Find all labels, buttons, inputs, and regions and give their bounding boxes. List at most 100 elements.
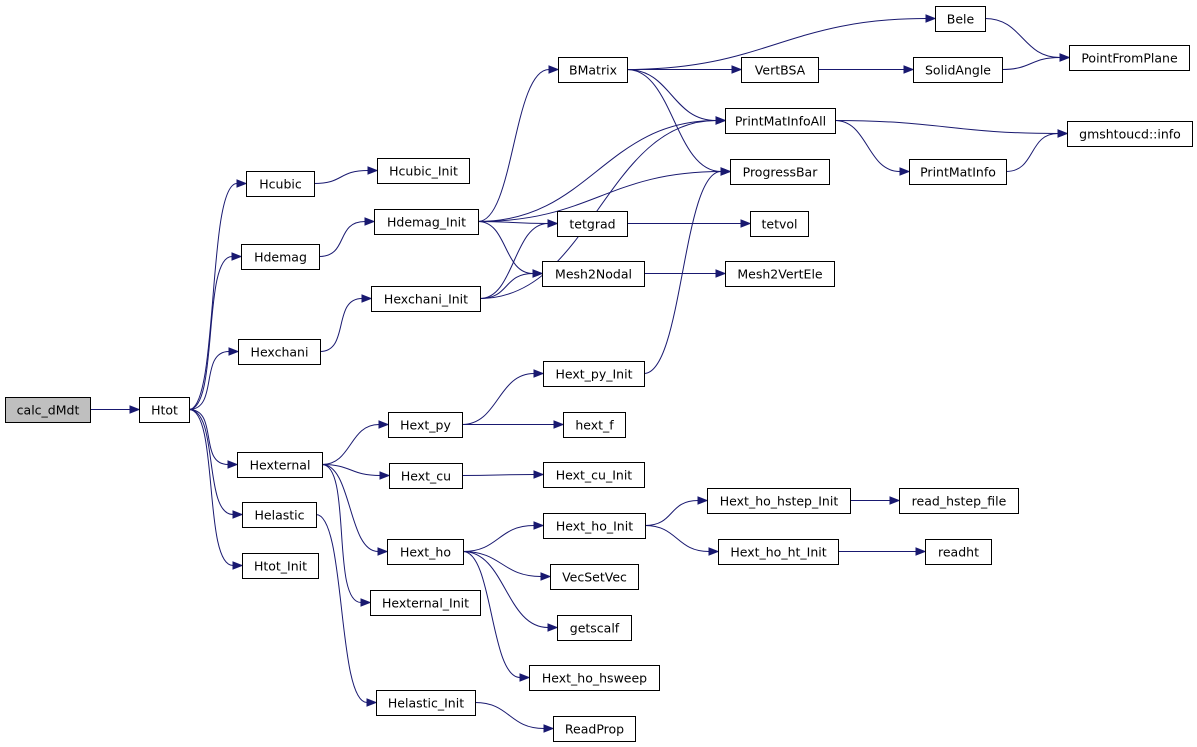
edge-line [477, 171, 722, 222]
edge-hdemag-init-to-printmatinfoall [477, 116, 727, 222]
edge-line [834, 120, 1059, 134]
node-box [925, 539, 992, 565]
node-htot[interactable]: Htot [139, 397, 190, 423]
edge-printmatinfo-to-gmshtoucd-info [1005, 129, 1069, 172]
edge-hexchani-init-to-mesh2nodal [479, 269, 544, 299]
edge-line [462, 525, 535, 552]
edge-line [643, 171, 722, 374]
node-label: PointFromPlane [1081, 51, 1178, 66]
node-hext-ho-ht-init[interactable]: Hext_ho_ht_Init [718, 539, 839, 565]
node-bele[interactable]: Bele [935, 6, 986, 32]
node-mesh2vertele[interactable]: Mesh2VertEle [725, 261, 835, 287]
node-label: Hext_ho_Init [556, 519, 633, 534]
node-hext-cu[interactable]: Hext_cu [389, 463, 463, 489]
arrowhead-icon [231, 252, 243, 261]
node-hdemag[interactable]: Hdemag [241, 244, 320, 270]
node-hexternal-init[interactable]: Hexternal_Init [370, 590, 481, 616]
node-box [741, 57, 819, 83]
node-box [935, 6, 986, 32]
node-solidangle[interactable]: SolidAngle [913, 57, 1003, 83]
node-hext-ho[interactable]: Hext_ho [387, 539, 464, 565]
node-hext-py-init[interactable]: Hext_py_Init [543, 361, 645, 387]
edge-hexternal-to-hext-cu [321, 464, 391, 480]
arrowhead-icon [129, 405, 141, 414]
node-tetvol[interactable]: tetvol [750, 211, 809, 237]
arrowhead-icon [366, 698, 378, 707]
edge-line [321, 464, 381, 476]
arrowhead-icon [715, 116, 727, 125]
node-hdemag-init[interactable]: Hdemag_Init [374, 209, 479, 235]
node-hcubic[interactable]: Hcubic [246, 171, 315, 197]
node-mesh2nodal[interactable]: Mesh2Nodal [542, 261, 645, 287]
node-helastic-init[interactable]: Helastic_Init [376, 690, 476, 716]
node-vertbsa[interactable]: VertBSA [741, 57, 819, 83]
edge-line [626, 69, 722, 172]
node-box [237, 452, 323, 478]
node-label: VertBSA [755, 63, 806, 78]
node-hexchani[interactable]: Hexchani [238, 339, 321, 365]
node-label: PrintMatInfoAll [735, 114, 826, 129]
node-readprop[interactable]: ReadProp [553, 716, 636, 742]
node-box [5, 397, 91, 423]
node-read-hstep-file[interactable]: read_hstep_file [899, 488, 1019, 514]
edge-line [462, 551, 549, 628]
arrowhead-icon [547, 623, 559, 632]
arrowhead-icon [740, 219, 752, 228]
node-box [388, 412, 463, 438]
node-hext-f[interactable]: hext_f [563, 412, 626, 438]
node-hcubic-init[interactable]: Hcubic_Init [377, 158, 470, 184]
node-printmatinfoall[interactable]: PrintMatInfoAll [725, 108, 836, 134]
node-gmshtoucd-info[interactable]: gmshtoucd::info [1067, 121, 1193, 147]
node-getscalf[interactable]: getscalf [557, 615, 632, 641]
edge-mesh2nodal-to-mesh2vertele [644, 269, 727, 278]
arrowhead-icon [903, 65, 915, 74]
arrowhead-icon [720, 167, 732, 176]
node-box [370, 590, 481, 616]
node-box [543, 513, 646, 539]
edge-vertbsa-to-solidangle [818, 65, 915, 74]
node-helastic[interactable]: Helastic [242, 502, 317, 528]
node-label: Helastic [255, 508, 305, 523]
node-hext-cu-init[interactable]: Hext_cu_Init [543, 462, 645, 488]
node-label: Hexternal [250, 458, 311, 473]
node-box [242, 502, 317, 528]
node-box [707, 488, 851, 514]
edge-hexchani-to-hexchani-init [319, 294, 373, 352]
edge-printmatinfoall-to-printmatinfo [834, 120, 911, 176]
node-hext-py[interactable]: Hext_py [388, 412, 463, 438]
arrowhead-icon [553, 420, 565, 429]
node-htot-init[interactable]: Htot_Init [242, 553, 319, 579]
node-progressbar[interactable]: ProgressBar [730, 159, 830, 185]
edge-bmatrix-to-progressbar [626, 69, 732, 176]
node-label: Hext_cu [401, 469, 451, 484]
node-label: Hcubic_Init [389, 164, 458, 179]
node-readht[interactable]: readht [925, 539, 992, 565]
node-vecsetvec[interactable]: VecSetVec [550, 564, 639, 590]
edge-hexternal-to-hexternal-init [321, 464, 372, 607]
node-box [543, 361, 645, 387]
edge-htot-to-hcubic [188, 179, 248, 410]
node-calc-dmdt[interactable]: calc_dMdt [5, 397, 91, 423]
node-label: tetgrad [569, 217, 615, 232]
node-label: Bele [947, 12, 975, 27]
node-printmatinfo[interactable]: PrintMatInfo [909, 159, 1007, 185]
node-pointfromplane[interactable]: PointFromPlane [1069, 45, 1190, 71]
arrowhead-icon [361, 294, 373, 303]
node-label: Hdemag_Init [387, 215, 466, 230]
node-label: ProgressBar [743, 165, 819, 180]
node-box [241, 244, 320, 270]
arrowhead-icon [232, 561, 244, 570]
node-tetgrad[interactable]: tetgrad [557, 211, 628, 237]
node-bmatrix[interactable]: BMatrix [558, 57, 628, 83]
node-hexchani-init[interactable]: Hexchani_Init [371, 286, 481, 312]
arrowhead-icon [1057, 129, 1069, 138]
node-hext-ho-hstep-init[interactable]: Hext_ho_hstep_Init [707, 488, 851, 514]
node-label: Hexternal_Init [382, 596, 469, 611]
node-hext-ho-init[interactable]: Hext_ho_Init [543, 513, 646, 539]
edge-hext-cu-to-hext-cu-init [461, 470, 545, 479]
edge-line [477, 120, 717, 222]
node-hext-ho-hsweep[interactable]: Hext_ho_hsweep [529, 665, 660, 691]
node-hexternal[interactable]: Hexternal [237, 452, 323, 478]
node-box [242, 553, 319, 579]
